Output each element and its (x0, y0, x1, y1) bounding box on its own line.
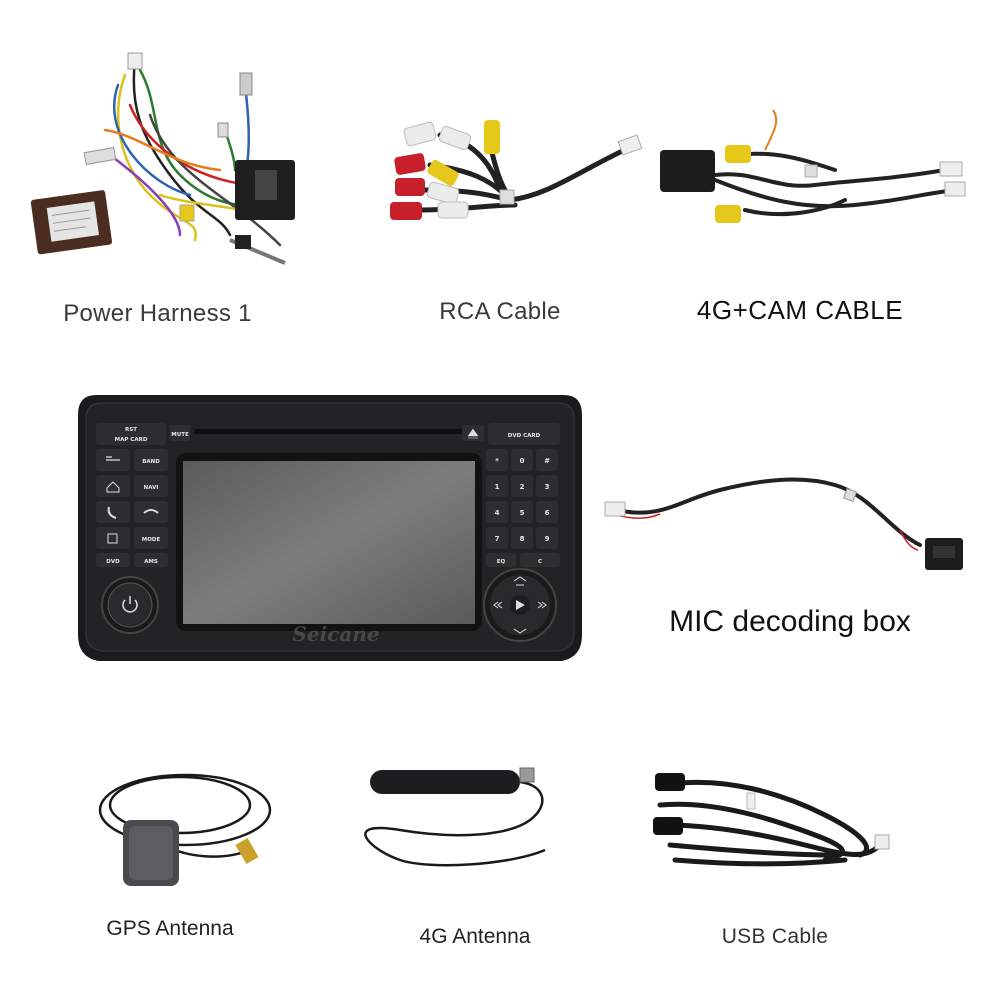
keypad-key-label: 5 (520, 509, 525, 517)
keypad-key (536, 527, 558, 549)
keypad-key-label: 7 (495, 535, 500, 543)
c-label: C (538, 559, 542, 565)
mute-label: MUTE (171, 432, 189, 438)
dvd-card-label: DVD CARD (508, 433, 541, 439)
eq-label: EQ (497, 559, 506, 565)
gps-antenna-label: GPS Antenna (106, 917, 234, 940)
keypad-key (536, 475, 558, 497)
mode-label: MODE (142, 537, 161, 543)
head-unit-image: RST MAP CARD MUTE DVD CARD BAND NAVI MOD… (76, 395, 584, 665)
keypad-key (511, 449, 533, 471)
dvd-label: DVD (106, 559, 120, 565)
antenna-4g-label: 4G Antenna (419, 925, 531, 948)
mic-box-label: MIC decoding box (669, 605, 911, 638)
map-card-label: MAP CARD (115, 437, 148, 443)
keypad-key-label: * (495, 457, 499, 465)
keypad-key (486, 475, 508, 497)
gps-antenna-image (95, 760, 275, 900)
keypad-key-label: 1 (495, 483, 500, 491)
rca-cable-image (380, 110, 650, 240)
keypad-key-label: 0 (520, 457, 525, 465)
navi-label: NAVI (144, 485, 159, 491)
keypad-key-label: 9 (545, 535, 550, 543)
cam-cable-label: 4G+CAM CABLE (696, 295, 904, 325)
ams-label: AMS (144, 559, 158, 565)
keypad-key (486, 449, 508, 471)
brand-watermark: Seicane (292, 622, 379, 646)
band-label: BAND (142, 459, 160, 465)
cam-cable-image (655, 109, 970, 240)
usb-cable-label: USB Cable (721, 925, 829, 948)
rca-cable-label: RCA Cable (439, 298, 561, 325)
keypad-key-label: 4 (495, 509, 500, 517)
keypad-key (536, 449, 558, 471)
keypad-key (511, 501, 533, 523)
antenna-4g-image (360, 760, 560, 870)
keypad-key-label: # (544, 457, 550, 465)
keypad-key-label: 2 (520, 483, 525, 491)
keypad-key (486, 527, 508, 549)
usb-cable-image (645, 765, 895, 875)
mic-box-image (600, 470, 980, 585)
keypad-key-label: 8 (520, 535, 525, 543)
keypad-key-label: 3 (545, 483, 550, 491)
keypad-key (511, 475, 533, 497)
rst-label: RST (125, 427, 137, 433)
power-harness-image (30, 45, 300, 275)
keypad-key (511, 527, 533, 549)
keypad-key (536, 501, 558, 523)
power-harness-label: Power Harness 1 (63, 300, 252, 327)
keypad-key-label: 6 (545, 509, 550, 517)
keypad-key (486, 501, 508, 523)
